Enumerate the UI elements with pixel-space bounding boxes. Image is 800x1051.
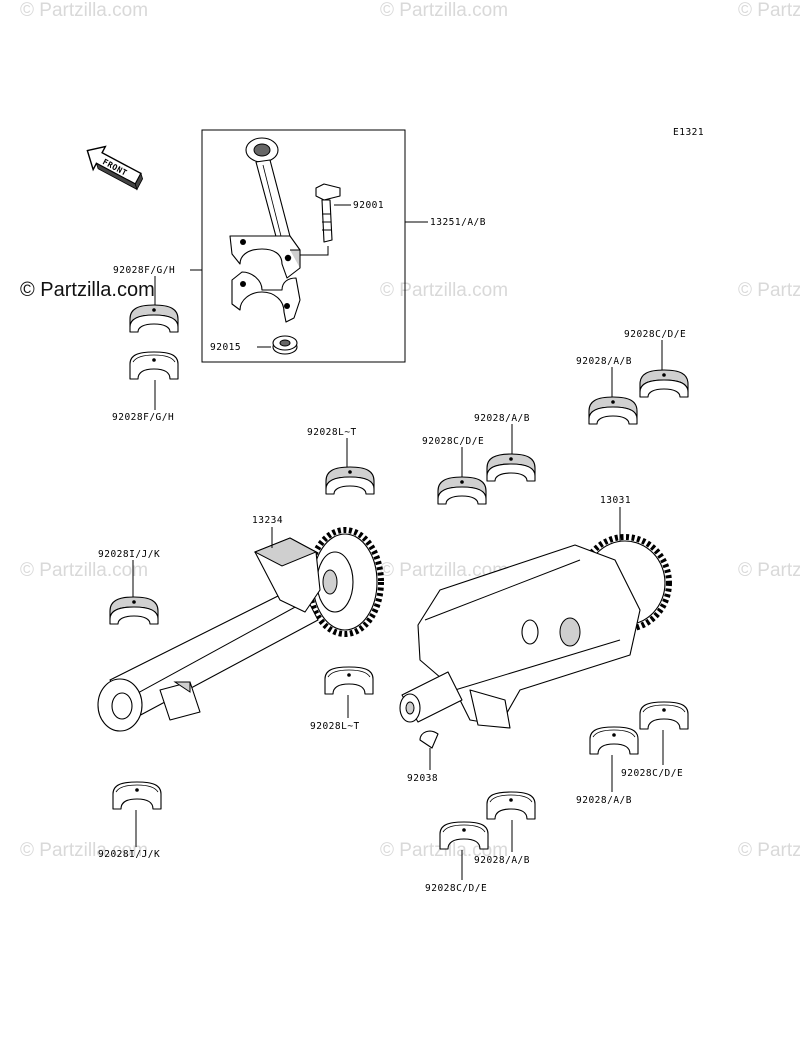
callout-balancer-shaft[interactable]: 13234 xyxy=(252,515,283,526)
callout-balancer-bearing-left-bottom[interactable]: 92028I/J/K xyxy=(98,849,160,860)
callouts: 92001 13251/A/B 92015 92028F/G/H 92028F/… xyxy=(98,200,686,894)
callout-crankshaft[interactable]: 13031 xyxy=(600,495,631,506)
callout-rod-bolt[interactable]: 92001 xyxy=(353,200,384,211)
crank-bearing-cde-mid-icon xyxy=(437,476,487,505)
balancer-bearing-left-top-icon xyxy=(109,596,159,625)
watermark: © Partzilla.com xyxy=(380,840,508,861)
callout-crank-bearing-ab-mid[interactable]: 92028/A/B xyxy=(474,413,530,424)
callout-balancer-bearing-top[interactable]: 92028L~T xyxy=(307,427,357,438)
crank-bearing-ab-bottom-icon xyxy=(486,791,536,820)
callout-balancer-bearing-bottom[interactable]: 92028L~T xyxy=(310,721,360,732)
callout-crank-bearing-ab-bottom[interactable]: 92028/A/B xyxy=(474,855,530,866)
callout-crank-bearing-ab-upper-right[interactable]: 92028/A/B xyxy=(576,356,632,367)
woodruff-key-icon xyxy=(419,730,439,749)
callout-crank-bearing-ab-lower-right[interactable]: 92028/A/B xyxy=(576,795,632,806)
callout-rod-assembly[interactable]: 13251/A/B xyxy=(430,217,486,228)
watermark: © Partzilla.com xyxy=(20,0,148,21)
crank-bearing-ab-upper-right-icon xyxy=(588,396,638,425)
crankshaft xyxy=(399,534,672,729)
front-arrow-icon: FRONT xyxy=(86,145,144,191)
watermark: © Partzilla.com xyxy=(380,280,508,301)
crank-bearing-ab-mid-icon xyxy=(486,453,536,482)
watermark: © Partzilla.com xyxy=(738,840,800,861)
watermark: © Partzilla.com xyxy=(20,840,148,861)
crank-bearing-ab-lower-right-icon xyxy=(589,726,639,755)
callout-crank-bearing-cde-mid[interactable]: 92028C/D/E xyxy=(422,436,484,447)
balancer-bearing-top-icon xyxy=(325,466,375,495)
callout-rod-bearing-upper[interactable]: 92028F/G/H xyxy=(113,265,175,276)
watermark-layer: © Partzilla.com © Partzilla.com © Partzi… xyxy=(20,0,800,861)
rod-bearing-upper-icon xyxy=(129,304,179,333)
watermark-strong: © Partzilla.com xyxy=(20,279,155,301)
watermark: © Partzilla.com xyxy=(380,0,508,21)
balancer-shaft xyxy=(97,527,384,732)
balancer-bearing-left-bottom-icon xyxy=(112,781,162,810)
callout-crank-bearing-cde-upper-right[interactable]: 92028C/D/E xyxy=(624,329,686,340)
leader-lines xyxy=(132,204,664,880)
callout-rod-nut[interactable]: 92015 xyxy=(210,342,241,353)
callout-crank-bearing-cde-lower-right[interactable]: 92028C/D/E xyxy=(621,768,683,779)
connecting-rod xyxy=(229,137,301,279)
rod-bolt-icon xyxy=(300,183,341,256)
diagram-code: E1321 xyxy=(673,127,704,138)
rod-nut-icon xyxy=(272,335,298,355)
watermark: © Partzilla.com xyxy=(20,560,148,581)
callout-crank-bearing-cde-bottom[interactable]: 92028C/D/E xyxy=(425,883,487,894)
crank-bearing-cde-lower-right-icon xyxy=(639,701,689,730)
connecting-rod-cap xyxy=(231,271,301,323)
crank-bearing-cde-upper-right-icon xyxy=(639,369,689,398)
rod-bearing-lower-icon xyxy=(129,351,179,380)
callout-woodruff-key[interactable]: 92038 xyxy=(407,773,438,784)
callout-rod-bearing-lower[interactable]: 92028F/G/H xyxy=(112,412,174,423)
connecting-rod-group-box xyxy=(201,129,406,363)
callout-balancer-bearing-left-top[interactable]: 92028I/J/K xyxy=(98,549,160,560)
watermark: © Partzilla.com xyxy=(738,560,800,581)
watermark: © Partzilla.com xyxy=(380,560,508,581)
balancer-bearing-bottom-icon xyxy=(324,666,374,695)
watermark: © Partzilla.com xyxy=(738,0,800,21)
watermark: © Partzilla.com xyxy=(738,280,800,301)
